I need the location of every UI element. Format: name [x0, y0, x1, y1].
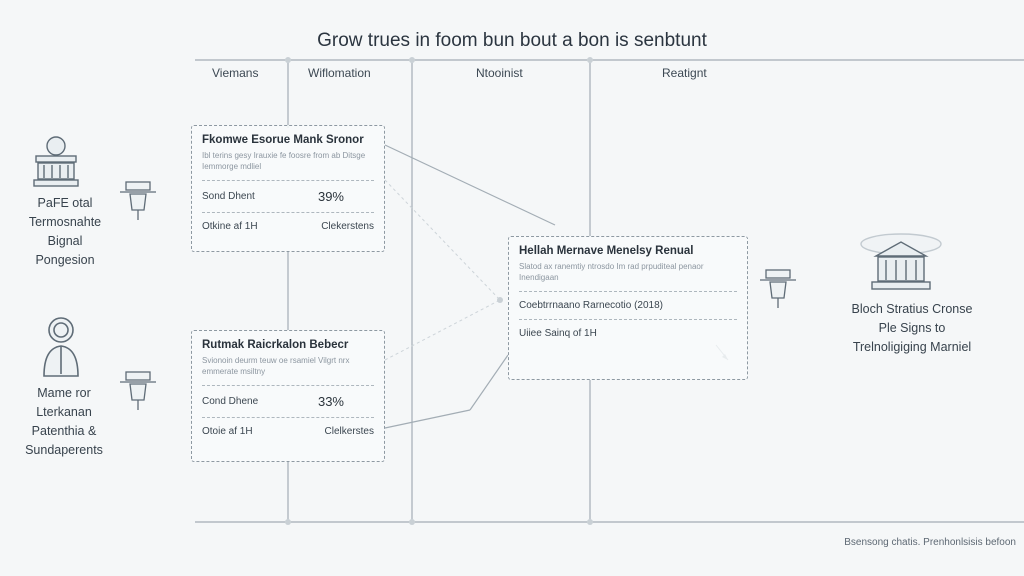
footer-caption: Bsensong chatis. Prenhonlsisis befoon: [844, 537, 1016, 548]
label-line: Trelnoligiging Marniel: [852, 340, 972, 354]
bank-icon: [860, 233, 942, 290]
card-description: Ibl terins gesy Irauxie fe foosre from a…: [202, 151, 366, 171]
row-value: 39%: [317, 189, 344, 204]
column-header-4: Reatignt: [662, 66, 707, 80]
label-line: Pongesion: [35, 253, 95, 267]
column-header-2: Wiflomation: [308, 66, 371, 80]
process-card-1[interactable]: Fkomwe Esorue Mank Sronor Ibl terins ges…: [191, 125, 385, 252]
server-node-icon: [120, 181, 156, 220]
label-line: Patenthia &: [31, 424, 97, 438]
card-description: Svionoin deurm teuw oe rsamiel Vilgrt nr…: [202, 356, 350, 376]
label-line: Bignal: [47, 234, 83, 248]
card-row: Sond Dhent 39%: [202, 189, 374, 204]
row-value: Clelkerstes: [324, 426, 374, 437]
process-card-2[interactable]: Rutmak Raicrkalon Bebecr Svionoin deurm …: [191, 330, 385, 462]
diagram-title: Grow trues in foom bun bout a bon is sen…: [317, 30, 707, 51]
row-label: Cond Dhene: [202, 396, 259, 407]
person-icon: [43, 317, 79, 377]
left-label-bottom: Mame ror Lterkanan Patenthia & Sundapere…: [6, 384, 122, 460]
row-label: Coebtrrnaano Rarnecotio (2018): [519, 300, 663, 311]
row-value: 33%: [317, 394, 344, 409]
row-label: Uiiee Sainq of 1H: [519, 328, 597, 339]
card-title: Fkomwe Esorue Mank Sronor: [202, 134, 364, 146]
right-label: Bloch Stratius Cronse Ple Signs to Treln…: [812, 300, 1012, 357]
card-row: Otoie af 1H Clelkerstes: [202, 426, 374, 437]
card-row: Otkine af 1H Clekerstens: [202, 221, 374, 232]
label-line: PaFE otal: [37, 196, 93, 210]
card-divider: [519, 319, 737, 320]
building-icon: [33, 136, 79, 187]
label-line: Ple Signs to: [878, 321, 946, 335]
server-node-icon: [120, 371, 156, 410]
label-line: Termosnahte: [28, 215, 102, 229]
card-divider: [202, 212, 374, 213]
server-node-icon: [760, 269, 796, 308]
label-line: Bloch Stratius Cronse: [851, 302, 973, 316]
card-divider: [519, 291, 737, 292]
row-label: Otoie af 1H: [202, 426, 253, 437]
row-label: Otkine af 1H: [202, 221, 258, 232]
process-card-3[interactable]: Hellah Mernave Menelsy Renual Slatod ax …: [508, 236, 748, 380]
card-divider: [202, 385, 374, 386]
card-description: Slatod ax ranemtiy ntrosdo Im rad prpudi…: [519, 262, 704, 282]
row-label: Sond Dhent: [202, 191, 255, 202]
card-row: Uiiee Sainq of 1H: [519, 328, 737, 339]
row-value: Clekerstens: [321, 221, 374, 232]
card-row: Cond Dhene 33%: [202, 394, 374, 409]
label-line: Lterkanan: [36, 405, 92, 419]
card-title: Rutmak Raicrkalon Bebecr: [202, 339, 349, 351]
card-row: Coebtrrnaano Rarnecotio (2018): [519, 300, 737, 311]
card-divider: [202, 180, 374, 181]
card-divider: [202, 417, 374, 418]
column-header-3: Ntooinist: [476, 66, 523, 80]
column-header-1: Viemans: [212, 66, 259, 80]
card-title: Hellah Mernave Menelsy Renual: [519, 245, 694, 257]
label-line: Sundaperents: [25, 443, 103, 457]
label-line: Mame ror: [37, 386, 91, 400]
left-label-top: PaFE otal Termosnahte Bignal Pongesion: [10, 194, 120, 270]
